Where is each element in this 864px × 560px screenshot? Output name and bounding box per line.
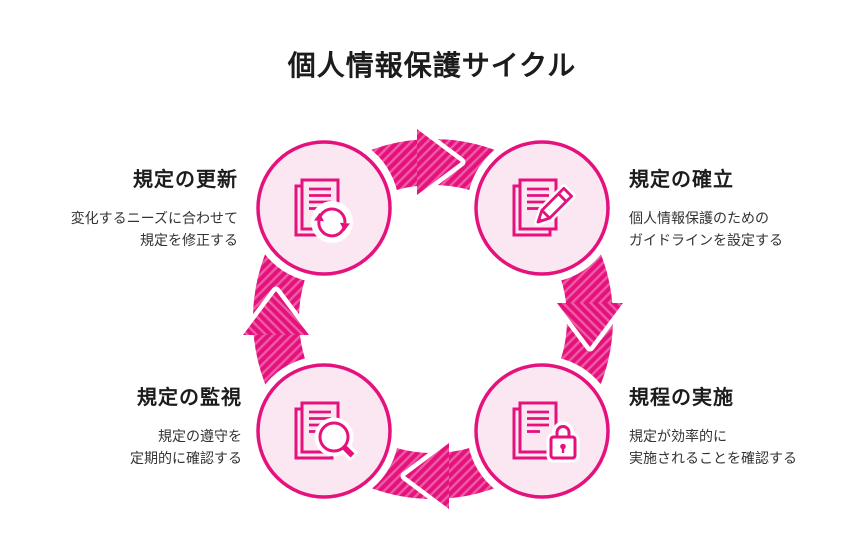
step-update-desc-line2: 規定を修正する — [140, 232, 238, 248]
document-lines — [527, 410, 549, 433]
pencil-icon — [534, 184, 576, 226]
step-monitor-label: 規定の監視 — [137, 387, 242, 409]
step-update-text: 規定の更新 変化するニーズに合わせて 規定を修正する — [8, 163, 238, 251]
step-implement-label: 規程の実施 — [629, 387, 734, 409]
step-update-label: 規定の更新 — [133, 169, 238, 191]
step-establish-desc-line2: ガイドラインを設定する — [629, 232, 783, 248]
document-pencil-icon — [512, 178, 576, 237]
step-monitor-desc-line1: 規定の遵守を — [158, 428, 242, 444]
node-monitor — [249, 356, 399, 506]
magnifier-icon — [314, 417, 359, 462]
step-establish-label: 規定の確立 — [629, 169, 734, 191]
step-implement-desc-line2: 実施されることを確認する — [629, 450, 797, 466]
arrow-right-icon — [553, 300, 627, 352]
arrow-left-icon — [239, 286, 313, 338]
step-update-desc-line1: 変化するニーズに合わせて — [70, 210, 238, 226]
step-implement-text: 規程の実施 規定が効率的に 実施されることを確認する — [629, 381, 859, 469]
step-establish-desc-line1: 個人情報保護のための — [629, 210, 769, 226]
step-monitor-text: 規定の監視 規定の遵守を 定期的に確認する — [12, 381, 242, 469]
arrow-top-icon — [414, 125, 466, 199]
node-update — [249, 133, 399, 283]
document-search-icon — [294, 401, 359, 462]
step-establish-text: 規定の確立 個人情報保護のための ガイドラインを設定する — [629, 163, 859, 251]
arrow-bottom-icon — [400, 439, 452, 513]
step-implement-desc-line1: 規定が効率的に — [629, 428, 727, 444]
node-establish — [467, 133, 617, 283]
document-lock-icon — [512, 401, 580, 463]
step-monitor-desc-line2: 定期的に確認する — [130, 450, 242, 466]
document-refresh-icon — [294, 178, 353, 243]
lock-icon — [546, 421, 580, 463]
page-title: 個人情報保護サイクル — [287, 50, 577, 81]
refresh-icon — [311, 201, 353, 243]
node-implement — [467, 356, 617, 506]
